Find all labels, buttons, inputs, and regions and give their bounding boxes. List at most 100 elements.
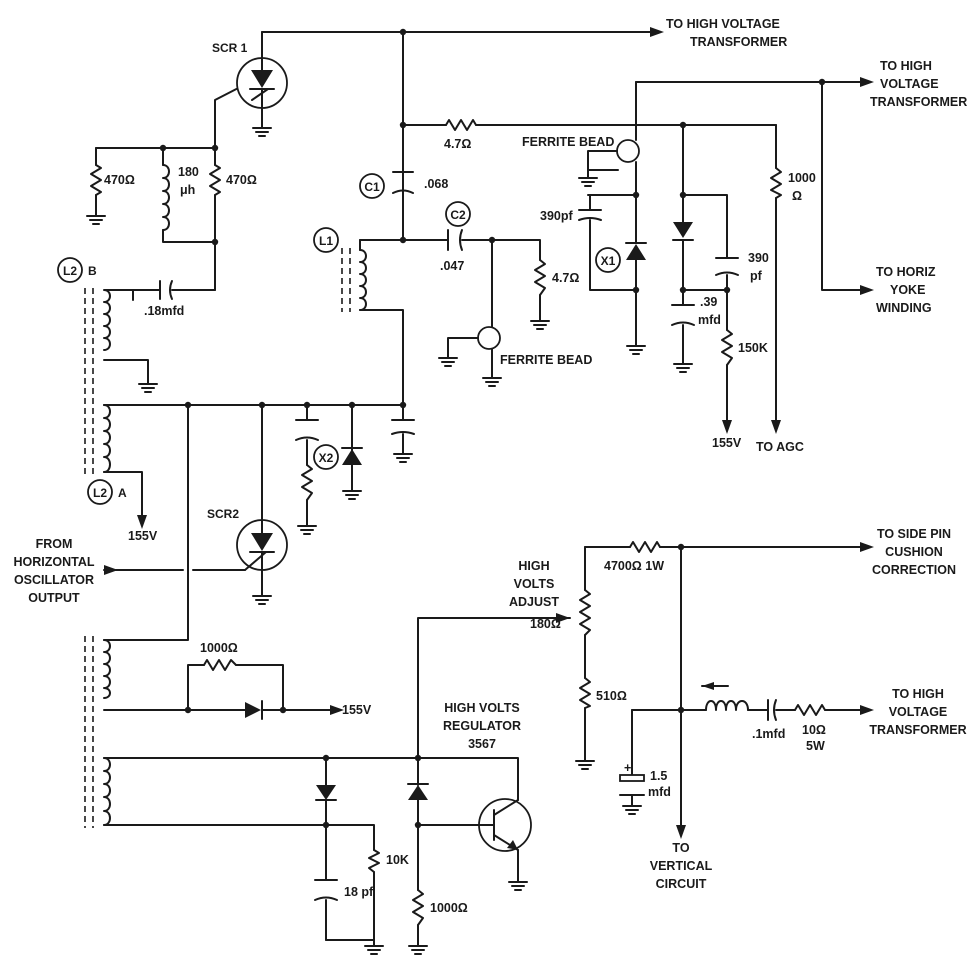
capacitors xyxy=(159,171,777,901)
ferrite-bead-bottom xyxy=(477,326,501,350)
arrows xyxy=(104,27,874,839)
label-to-hv-3-3: TRANSFORMER xyxy=(869,723,966,737)
resistor-1000-bottom xyxy=(412,889,424,926)
resistor-470-right xyxy=(209,164,221,196)
value-c1mfd: .1mfd xyxy=(752,727,785,741)
label-from-osc-2: HORIZONTAL xyxy=(13,555,94,569)
label-to-hv-3-2: VOLTAGE xyxy=(889,705,948,719)
diodes xyxy=(245,222,694,801)
ref-c1: C1 xyxy=(364,180,380,194)
grounds xyxy=(86,121,693,955)
value-r510: 510Ω xyxy=(596,689,627,703)
resistor-470-left xyxy=(90,164,102,196)
reference-circles xyxy=(57,173,621,505)
value-r1000-right-2: Ω xyxy=(792,189,802,203)
label-to-agc: TO AGC xyxy=(756,440,804,454)
label-ferrite-bead-top: FERRITE BEAD xyxy=(522,135,614,149)
value-c18pf: 18 pf xyxy=(344,885,374,899)
label-side-pin-3: CORRECTION xyxy=(872,563,956,577)
value-r10k: 10K xyxy=(386,853,409,867)
electrolytic-plus: + xyxy=(624,761,631,775)
value-c390pf-left: 390pf xyxy=(540,209,573,223)
inductor-osc-secondary xyxy=(103,757,111,826)
label-from-osc-3: OSCILLATOR xyxy=(14,573,94,587)
value-r150k: 150K xyxy=(738,341,768,355)
ferrite-bead-top xyxy=(616,139,640,163)
resistors xyxy=(90,119,826,926)
value-r4-7-top: 4.7Ω xyxy=(444,137,471,151)
value-c390pf-right-1: 390 xyxy=(748,251,769,265)
value-c390pf-right-2: pf xyxy=(750,269,763,283)
value-c18mfd: .18mfd xyxy=(144,304,184,318)
label-to-horiz-yoke-2: YOKE xyxy=(890,283,925,297)
ref-scr2: SCR2 xyxy=(207,507,239,521)
label-155v-a: 155V xyxy=(712,436,742,450)
label-to-hv-1-line1: TO HIGH VOLTAGE xyxy=(666,17,780,31)
potentiometer-180 xyxy=(579,589,591,636)
reference-text: C1 C2 L1 L2 B L2 A X1 X2 SCR 1 SCR2 xyxy=(63,41,616,521)
ref-x1: X1 xyxy=(601,254,616,268)
resistor-1000-diode xyxy=(203,659,237,671)
resistor-x2-branch xyxy=(301,464,313,501)
resistor-10k xyxy=(368,849,380,873)
resistor-4-7-mid xyxy=(534,259,546,296)
label-ferrite-bead-bottom: FERRITE BEAD xyxy=(500,353,592,367)
signal-labels: TO HIGH VOLTAGE TRANSFORMER TO HIGH VOLT… xyxy=(13,17,967,891)
wires xyxy=(95,31,861,941)
ref-l2a-letter: A xyxy=(118,486,127,500)
inductor-l2b xyxy=(103,289,134,361)
value-l180-1: 180 xyxy=(178,165,199,179)
resistor-4700 xyxy=(629,541,661,553)
label-from-osc-4: OUTPUT xyxy=(28,591,80,605)
value-r470-left: 470Ω xyxy=(104,173,135,187)
value-labels: 470Ω 180 μh 470Ω .18mfd 4.7Ω .068 .047 4… xyxy=(104,137,826,915)
label-hv-adjust-1: HIGH xyxy=(518,559,549,573)
ref-l2a: L2 xyxy=(93,486,107,500)
label-hv-reg-2: REGULATOR xyxy=(443,719,521,733)
label-to-horiz-yoke-3: WINDING xyxy=(876,301,932,315)
value-c1-5mfd-2: mfd xyxy=(648,785,671,799)
label-155v-c: 155V xyxy=(342,703,372,717)
label-to-hv-1-line2: TRANSFORMER xyxy=(690,35,787,49)
value-c047: .047 xyxy=(440,259,464,273)
inductors xyxy=(84,164,749,828)
regulator-transistor xyxy=(478,798,532,873)
value-c39mfd-1: .39 xyxy=(700,295,717,309)
resistor-1000-right xyxy=(770,167,782,199)
label-to-vertical-1: TO xyxy=(672,841,689,855)
label-to-hv-3-1: TO HIGH xyxy=(892,687,944,701)
value-l180-2: μh xyxy=(180,183,195,197)
label-hv-reg-1: HIGH VOLTS xyxy=(444,701,519,715)
resistor-510 xyxy=(579,677,591,709)
label-hv-reg-3: 3567 xyxy=(468,737,496,751)
value-r10-2: 5W xyxy=(806,739,825,753)
label-155v-b: 155V xyxy=(128,529,158,543)
value-r10-1: 10Ω xyxy=(802,723,826,737)
label-side-pin-1: TO SIDE PIN xyxy=(877,527,951,541)
label-to-hv-2-line3: TRANSFORMER xyxy=(870,95,967,109)
label-to-hv-2-line2: VOLTAGE xyxy=(880,77,939,91)
resistor-150k xyxy=(721,329,733,366)
label-hv-adjust-2: VOLTS xyxy=(514,577,555,591)
inductor-180uh xyxy=(162,164,170,231)
value-c1-5mfd-1: 1.5 xyxy=(650,769,667,783)
value-r4-7-mid: 4.7Ω xyxy=(552,271,579,285)
inductor-osc-primary xyxy=(103,639,111,699)
scr1 xyxy=(236,57,288,109)
scr2 xyxy=(236,519,288,571)
value-r1000-diode: 1000Ω xyxy=(200,641,238,655)
ref-l2b: L2 xyxy=(63,264,77,278)
value-r1000-bottom: 1000Ω xyxy=(430,901,468,915)
resistor-4-7-top xyxy=(445,119,477,131)
inductor-series-right xyxy=(705,700,749,711)
label-to-vertical-2: VERTICAL xyxy=(650,859,713,873)
ref-l2b-letter: B xyxy=(88,264,97,278)
inductor-l1 xyxy=(359,249,367,311)
ref-c2: C2 xyxy=(450,208,466,222)
ref-x2: X2 xyxy=(319,451,334,465)
value-r4700: 4700Ω 1W xyxy=(604,559,664,573)
inductor-l2a xyxy=(103,404,111,473)
label-from-osc-1: FROM xyxy=(36,537,73,551)
junction-dots xyxy=(159,28,826,829)
